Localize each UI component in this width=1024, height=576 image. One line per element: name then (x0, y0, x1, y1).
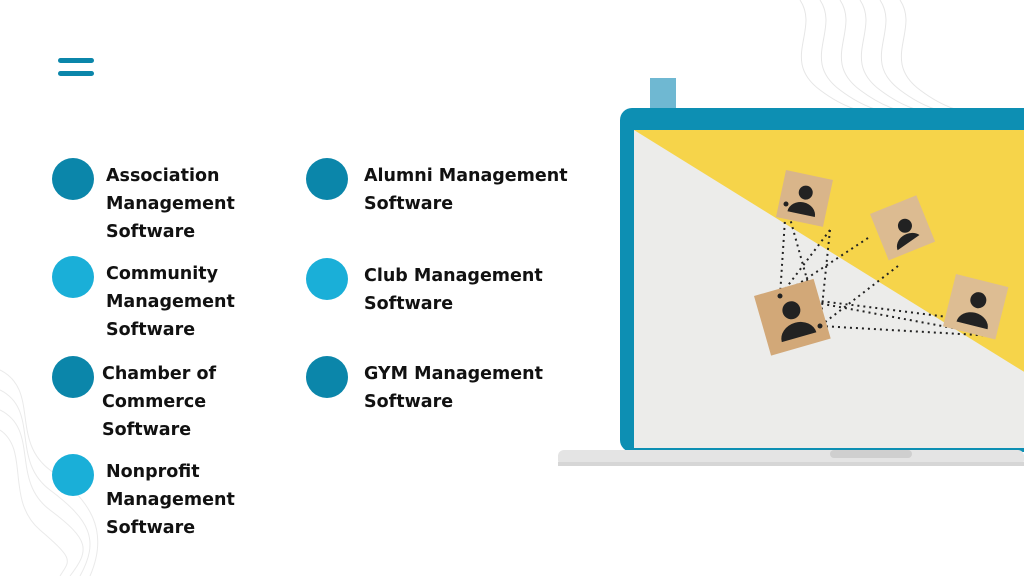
bullet-dot (52, 158, 94, 200)
item-label: Alumni Management Software (364, 166, 568, 214)
person-cube (754, 278, 831, 356)
laptop-screen (634, 130, 1024, 448)
person-cube (776, 170, 833, 227)
list-item-gym: GYM Management Software (306, 356, 604, 416)
laptop-network-icon (558, 78, 1024, 466)
item-label: GYM Management Software (364, 364, 543, 412)
bullet-dot (306, 356, 348, 398)
item-label: Community Management Software (106, 264, 235, 340)
menu-bar (58, 58, 94, 63)
bullet-dot (52, 256, 94, 298)
list-item-alumni: Alumni Management Software (306, 158, 604, 218)
item-label: Club Management Software (364, 266, 543, 314)
menu-bar (58, 71, 94, 76)
laptop-notch (830, 450, 912, 458)
laptop-tab (650, 78, 676, 112)
item-label: Chamber of Commerce Software (102, 364, 217, 440)
bullet-dot (52, 356, 94, 398)
item-label: Association Management Software (106, 166, 235, 242)
list-item-club: Club Management Software (306, 258, 604, 318)
list-item-community: Community Management Software (52, 256, 306, 344)
bullet-dot (306, 258, 348, 300)
person-cube (942, 274, 1009, 340)
hamburger-menu-icon[interactable] (58, 58, 94, 78)
bullet-dot (52, 454, 94, 496)
bullet-dot (306, 158, 348, 200)
item-label: Nonprofit Management Software (106, 462, 235, 538)
list-item-association: Association Management Software (52, 158, 306, 246)
list-item-nonprofit: Nonprofit Management Software (52, 454, 306, 542)
person-cube (870, 195, 936, 261)
list-item-chamber: Chamber of Commerce Software (52, 356, 302, 444)
